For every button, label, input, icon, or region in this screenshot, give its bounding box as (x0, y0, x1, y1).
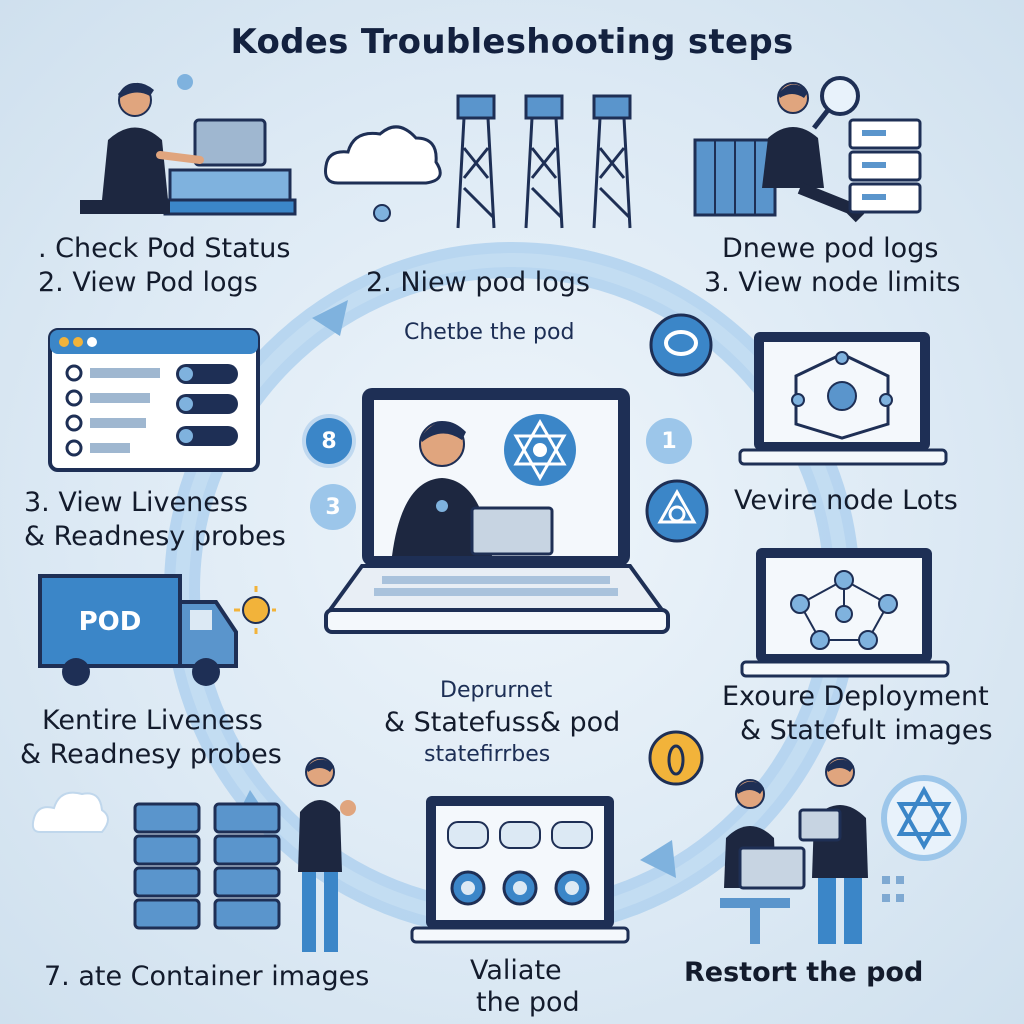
label-view-node-limits: 3. View node limits (704, 267, 961, 298)
label-statefult-images: & Statefult images (740, 715, 993, 746)
label-view-liveness: 3. View Liveness (24, 487, 248, 518)
cloud-icon (31, 791, 109, 833)
cycle-arrow-icon (312, 300, 348, 336)
team-restart-illustration (720, 757, 967, 944)
chat-icon (649, 313, 713, 377)
label-valiate: Valiate (470, 955, 562, 986)
label-view-pod-logs: 2. View Pod logs (38, 267, 258, 298)
step-badge: 8 (306, 418, 352, 464)
label-deprurnet: Deprurnet (440, 678, 553, 703)
cloud-icon (324, 125, 442, 185)
label-restort-the-pod: Restort the pod (684, 957, 924, 988)
label-readiness-probes: & Readnesy probes (24, 521, 286, 552)
label-readiness-probes-2: & Readnesy probes (20, 739, 282, 770)
truck-pod-label: POD (79, 607, 142, 637)
magnifier-icon (820, 76, 860, 116)
label-exoure-deployment: Exoure Deployment (722, 681, 989, 712)
person-magnifier-illustration (693, 76, 922, 223)
cycle-arrow-icon (640, 840, 676, 878)
sun-icon (242, 596, 270, 624)
label-drewe-pod-logs: Dnewe pod logs (722, 233, 939, 264)
alert-icon (648, 730, 704, 786)
label-the-pod: the pod (476, 987, 580, 1018)
kubernetes-icon (645, 479, 709, 543)
label-kentire-liveness: Kentire Liveness (42, 705, 263, 736)
label-niew-pod-logs: 2. Niew pod logs (366, 267, 590, 298)
label-container-images: 7. ate Container images (44, 961, 370, 992)
validate-laptop-illustration (410, 796, 630, 944)
step-badge: 1 (646, 418, 692, 464)
kubernetes-outline-icon (881, 775, 967, 861)
graph-laptop-illustration (740, 548, 950, 678)
label-vevire-node-lots: Vevire node Lots (734, 485, 958, 516)
label-statefuss-pod: & Statefuss& pod (384, 707, 621, 738)
network-laptop-illustration (738, 332, 948, 466)
laptop-person-illustration (324, 388, 670, 634)
page-title: Kodes Troubleshooting steps (230, 22, 794, 62)
settings-window-illustration (48, 328, 260, 472)
label-chetbe-the-pod: Chetbe the pod (404, 320, 575, 345)
label-statefirbes: statefirrbes (424, 742, 551, 767)
pod-truck-illustration: POD (38, 574, 276, 686)
person-laptop-illustration (80, 74, 297, 216)
server-racks-illustration (31, 757, 356, 952)
cloud-towers-illustration (324, 94, 632, 229)
label-check-pod-status: . Check Pod Status (38, 233, 291, 264)
step-badge: 3 (310, 484, 356, 530)
